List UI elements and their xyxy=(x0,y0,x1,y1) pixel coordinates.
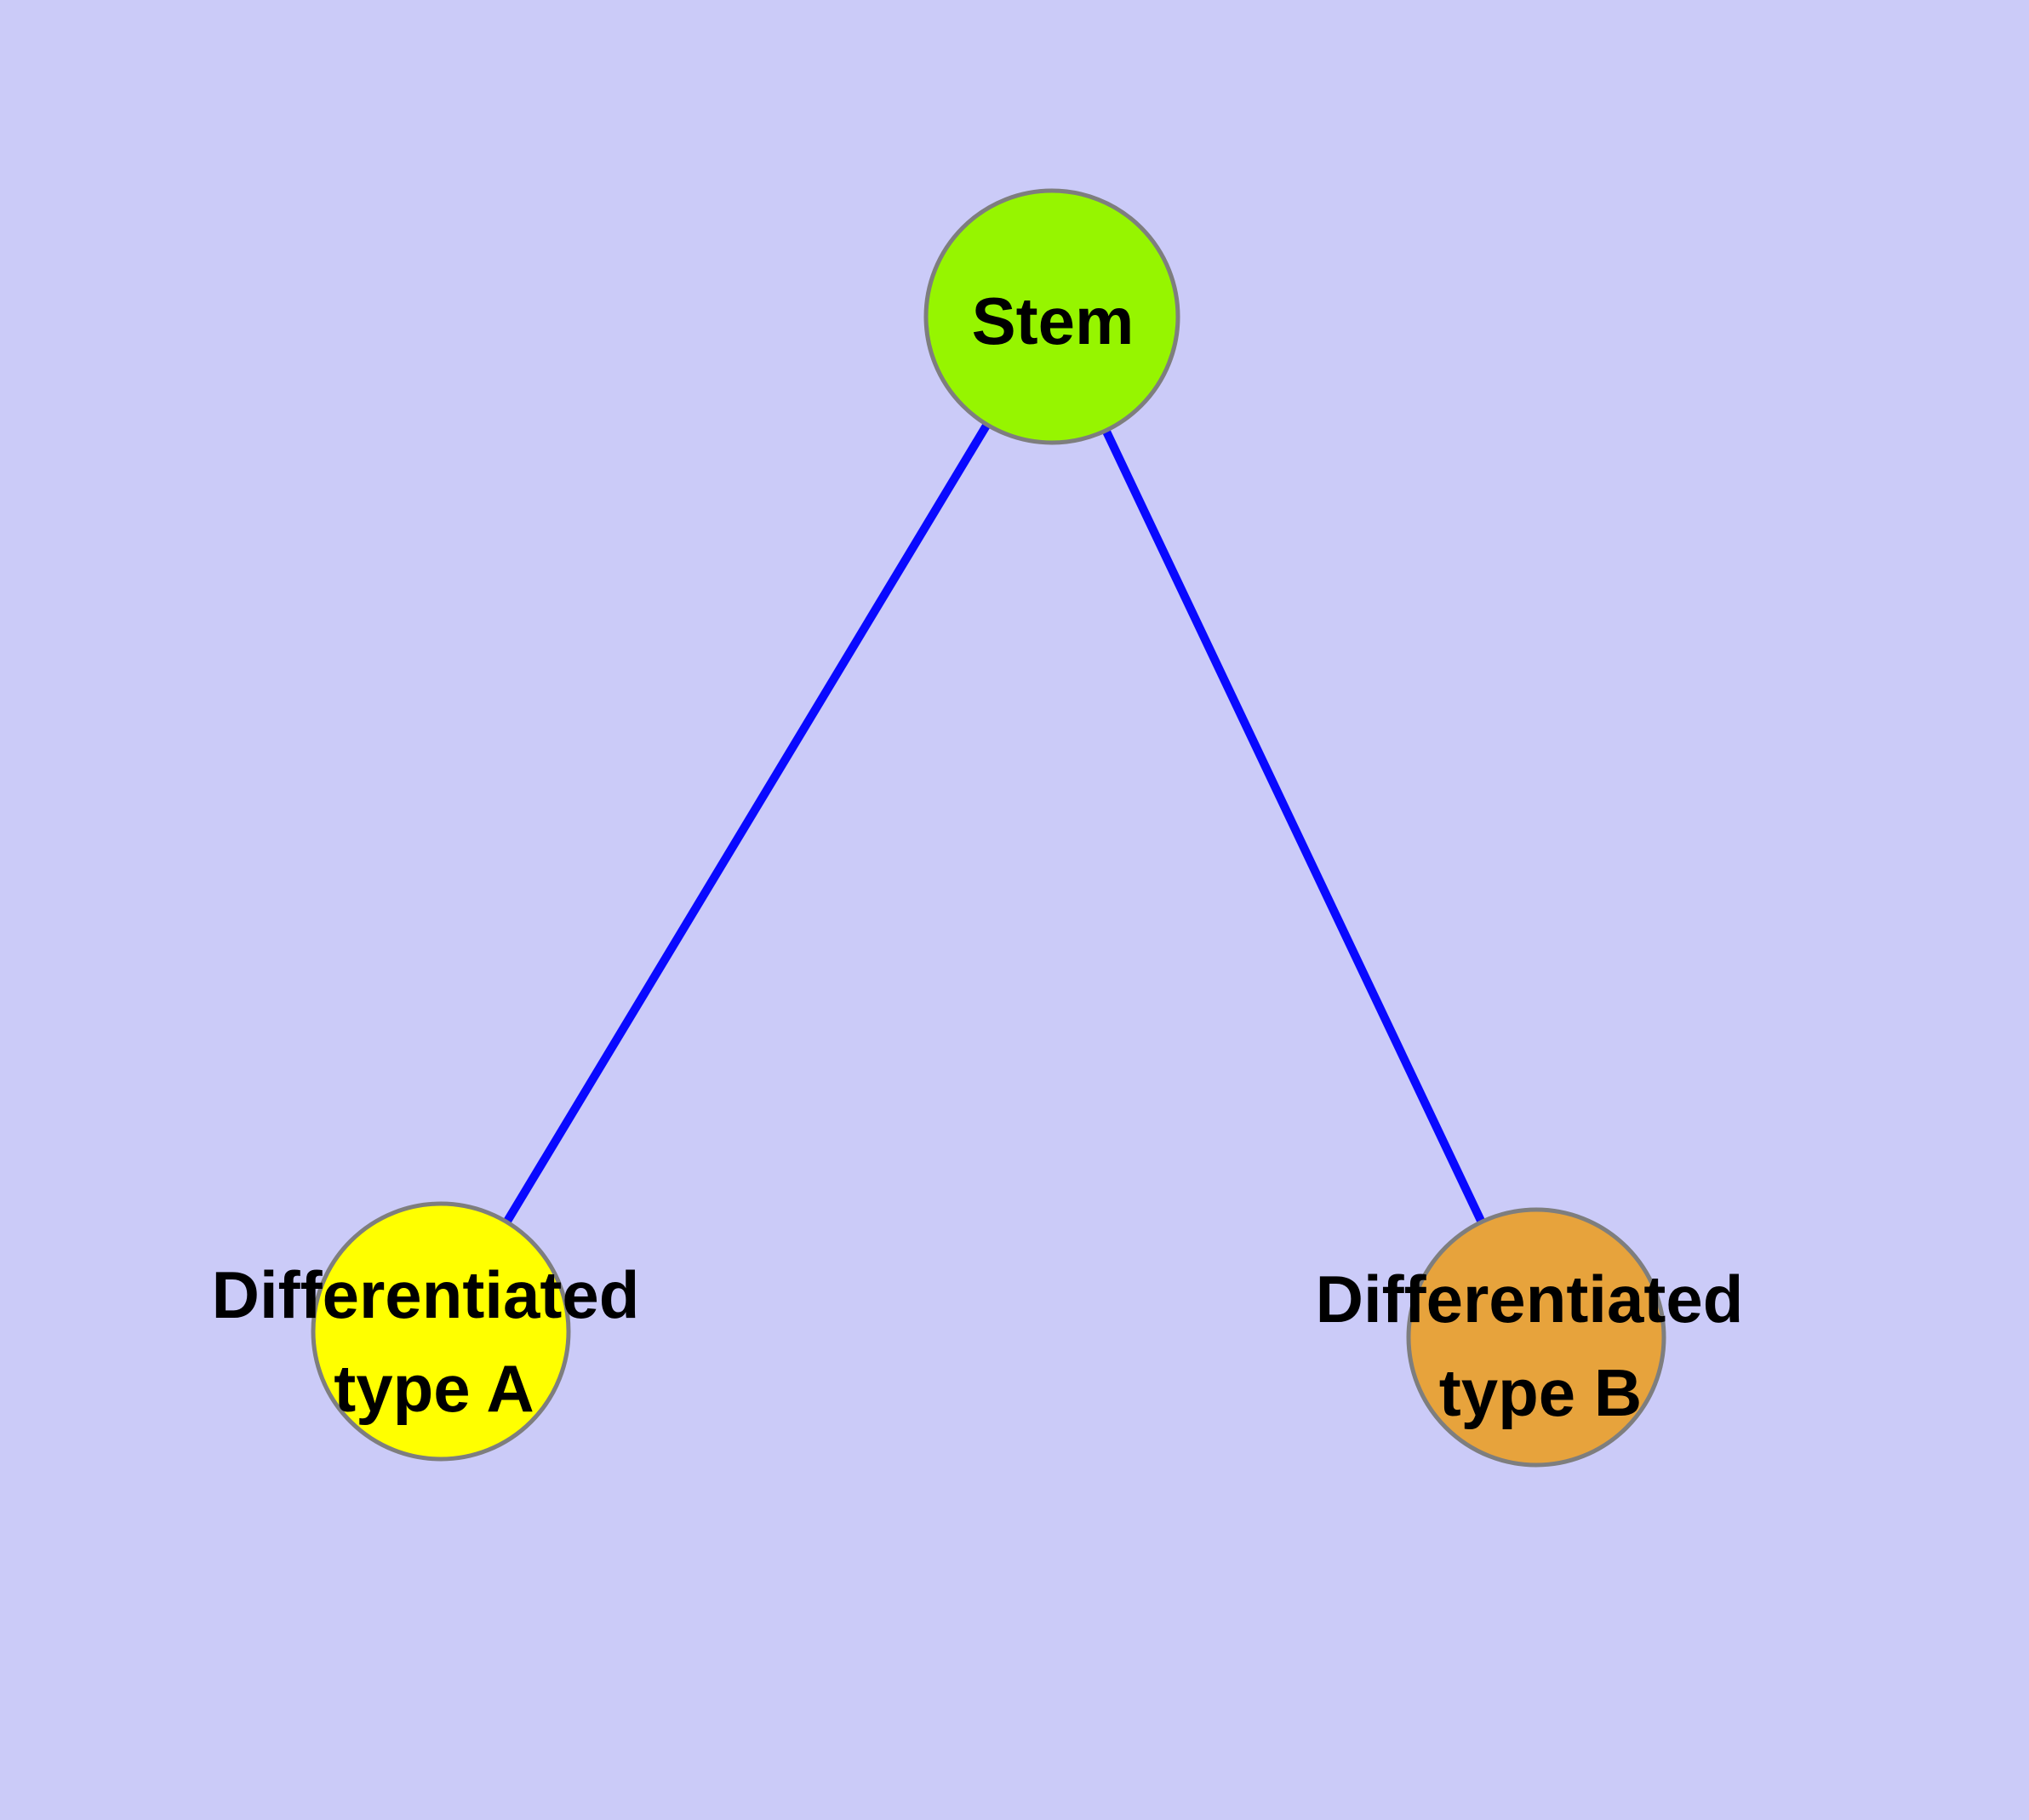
node-type-b-label-line1: Differentiated xyxy=(1316,1262,1744,1336)
edge-stem-to-type-b xyxy=(1048,314,1540,1340)
node-differentiated-type-b xyxy=(1406,1207,1666,1468)
node-differentiated-type-a xyxy=(311,1201,571,1462)
node-stem xyxy=(923,188,1180,445)
edge-stem-to-type-a xyxy=(437,314,1056,1334)
node-stem-label: Stem xyxy=(972,283,1135,358)
node-type-a-label-line1: Differentiated xyxy=(212,1257,640,1332)
node-type-a-label-line2: type A xyxy=(334,1351,534,1426)
node-type-b-label-line2: type B xyxy=(1439,1355,1642,1430)
